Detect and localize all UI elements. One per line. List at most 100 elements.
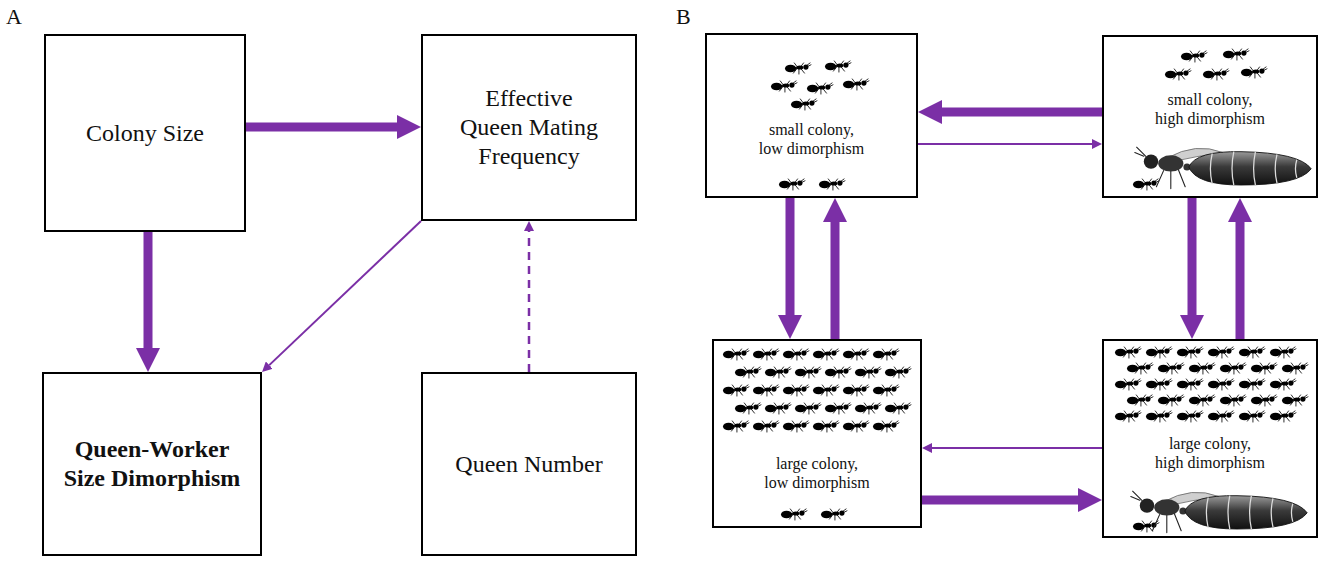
causal-arrow bbox=[1188, 198, 1197, 315]
causal-arrow bbox=[786, 198, 795, 315]
state-box: small colony, low dimorphism bbox=[705, 33, 918, 198]
worker-ant bbox=[1127, 395, 1153, 406]
worker-ant bbox=[1115, 379, 1141, 390]
box-text: Queen-Worker Size Dimorphism bbox=[54, 435, 250, 493]
worker-ant bbox=[885, 367, 911, 378]
worker-ant bbox=[819, 179, 845, 190]
worker-ant bbox=[1115, 347, 1141, 358]
worker-ant bbox=[795, 367, 821, 378]
box-text: small colony, low dimorphism bbox=[759, 120, 865, 158]
worker-ant bbox=[1282, 363, 1308, 374]
worker-ant bbox=[1177, 411, 1203, 422]
worker-ant bbox=[1146, 411, 1172, 422]
worker-ant bbox=[813, 421, 839, 432]
causal-arrow bbox=[269, 221, 421, 365]
causal-arrow bbox=[144, 232, 153, 348]
worker-ant bbox=[765, 367, 791, 378]
state-box: Effective Queen Mating Frequency bbox=[421, 34, 637, 221]
worker-ant bbox=[807, 83, 833, 94]
worker-ant bbox=[783, 421, 809, 432]
worker-ant bbox=[1181, 51, 1207, 62]
worker-ant bbox=[723, 385, 749, 396]
state-box: Colony Size bbox=[44, 34, 246, 232]
worker-ant bbox=[873, 421, 899, 432]
worker-ant bbox=[1251, 363, 1277, 374]
worker-ant bbox=[1158, 395, 1184, 406]
worker-ant bbox=[1165, 69, 1191, 80]
worker-ant bbox=[771, 81, 797, 92]
worker-ant bbox=[1239, 347, 1265, 358]
worker-ant bbox=[1223, 49, 1249, 60]
causal-arrow bbox=[932, 447, 1102, 449]
worker-ant bbox=[1208, 411, 1234, 422]
worker-ant bbox=[825, 367, 851, 378]
worker-ant bbox=[843, 349, 869, 360]
worker-ant bbox=[765, 403, 791, 414]
worker-ant bbox=[821, 509, 847, 520]
state-box: Queen-Worker Size Dimorphism bbox=[42, 372, 262, 556]
worker-ant bbox=[723, 421, 749, 432]
worker-ant bbox=[783, 385, 809, 396]
worker-ant bbox=[753, 421, 779, 432]
worker-ant bbox=[1241, 67, 1267, 78]
worker-ant bbox=[753, 385, 779, 396]
worker-ant bbox=[1177, 379, 1203, 390]
worker-ant bbox=[873, 385, 899, 396]
worker-ant bbox=[1189, 363, 1215, 374]
worker-ant bbox=[1251, 395, 1277, 406]
worker-ant bbox=[1270, 411, 1296, 422]
state-box: large colony, low dimorphism bbox=[712, 339, 922, 528]
worker-ant bbox=[825, 61, 851, 72]
box-text: large colony, low dimorphism bbox=[764, 454, 870, 492]
causal-arrow bbox=[942, 108, 1102, 117]
worker-ant bbox=[1127, 363, 1153, 374]
worker-ant bbox=[1270, 347, 1296, 358]
worker-ant bbox=[1270, 379, 1296, 390]
worker-ant bbox=[735, 367, 761, 378]
worker-ant bbox=[1146, 347, 1172, 358]
worker-ant bbox=[735, 403, 761, 414]
worker-ant bbox=[1189, 395, 1215, 406]
box-text: Colony Size bbox=[55, 119, 235, 148]
worker-ant bbox=[843, 79, 869, 90]
box-text: small colony, high dimorphism bbox=[1155, 90, 1265, 128]
worker-ant bbox=[1239, 379, 1265, 390]
worker-ant bbox=[1133, 521, 1159, 532]
worker-ant bbox=[855, 403, 881, 414]
worker-ant bbox=[873, 349, 899, 360]
worker-ant bbox=[1220, 363, 1246, 374]
worker-ant bbox=[843, 421, 869, 432]
causal-arrow bbox=[918, 143, 1092, 145]
panel-letter: A bbox=[6, 4, 22, 30]
worker-ant bbox=[1146, 379, 1172, 390]
box-text: Effective Queen Mating Frequency bbox=[454, 84, 604, 170]
worker-ant bbox=[813, 385, 839, 396]
worker-ant bbox=[813, 349, 839, 360]
worker-ant bbox=[1208, 379, 1234, 390]
worker-ant bbox=[1177, 347, 1203, 358]
worker-ant bbox=[1208, 347, 1234, 358]
worker-ant bbox=[1282, 395, 1308, 406]
worker-ant bbox=[825, 403, 851, 414]
box-text: large colony, high dimorphism bbox=[1155, 434, 1265, 472]
worker-ant bbox=[753, 349, 779, 360]
worker-ant bbox=[1158, 363, 1184, 374]
queen-ant bbox=[1131, 491, 1307, 532]
worker-ant bbox=[1220, 395, 1246, 406]
worker-ant bbox=[723, 349, 749, 360]
worker-ant bbox=[1115, 411, 1141, 422]
worker-ant bbox=[885, 403, 911, 414]
state-box: large colony, high dimorphism bbox=[1102, 339, 1318, 538]
worker-ant bbox=[843, 385, 869, 396]
causal-arrow bbox=[246, 123, 397, 132]
panel-letter: B bbox=[676, 4, 691, 30]
worker-ant bbox=[795, 403, 821, 414]
worker-ant bbox=[779, 179, 805, 190]
causal-arrow bbox=[831, 222, 840, 339]
queen-ant bbox=[1135, 147, 1311, 188]
state-box: Queen Number bbox=[421, 372, 637, 556]
worker-ant bbox=[1239, 411, 1265, 422]
state-box: small colony, high dimorphism bbox=[1102, 35, 1318, 198]
worker-ant bbox=[783, 349, 809, 360]
